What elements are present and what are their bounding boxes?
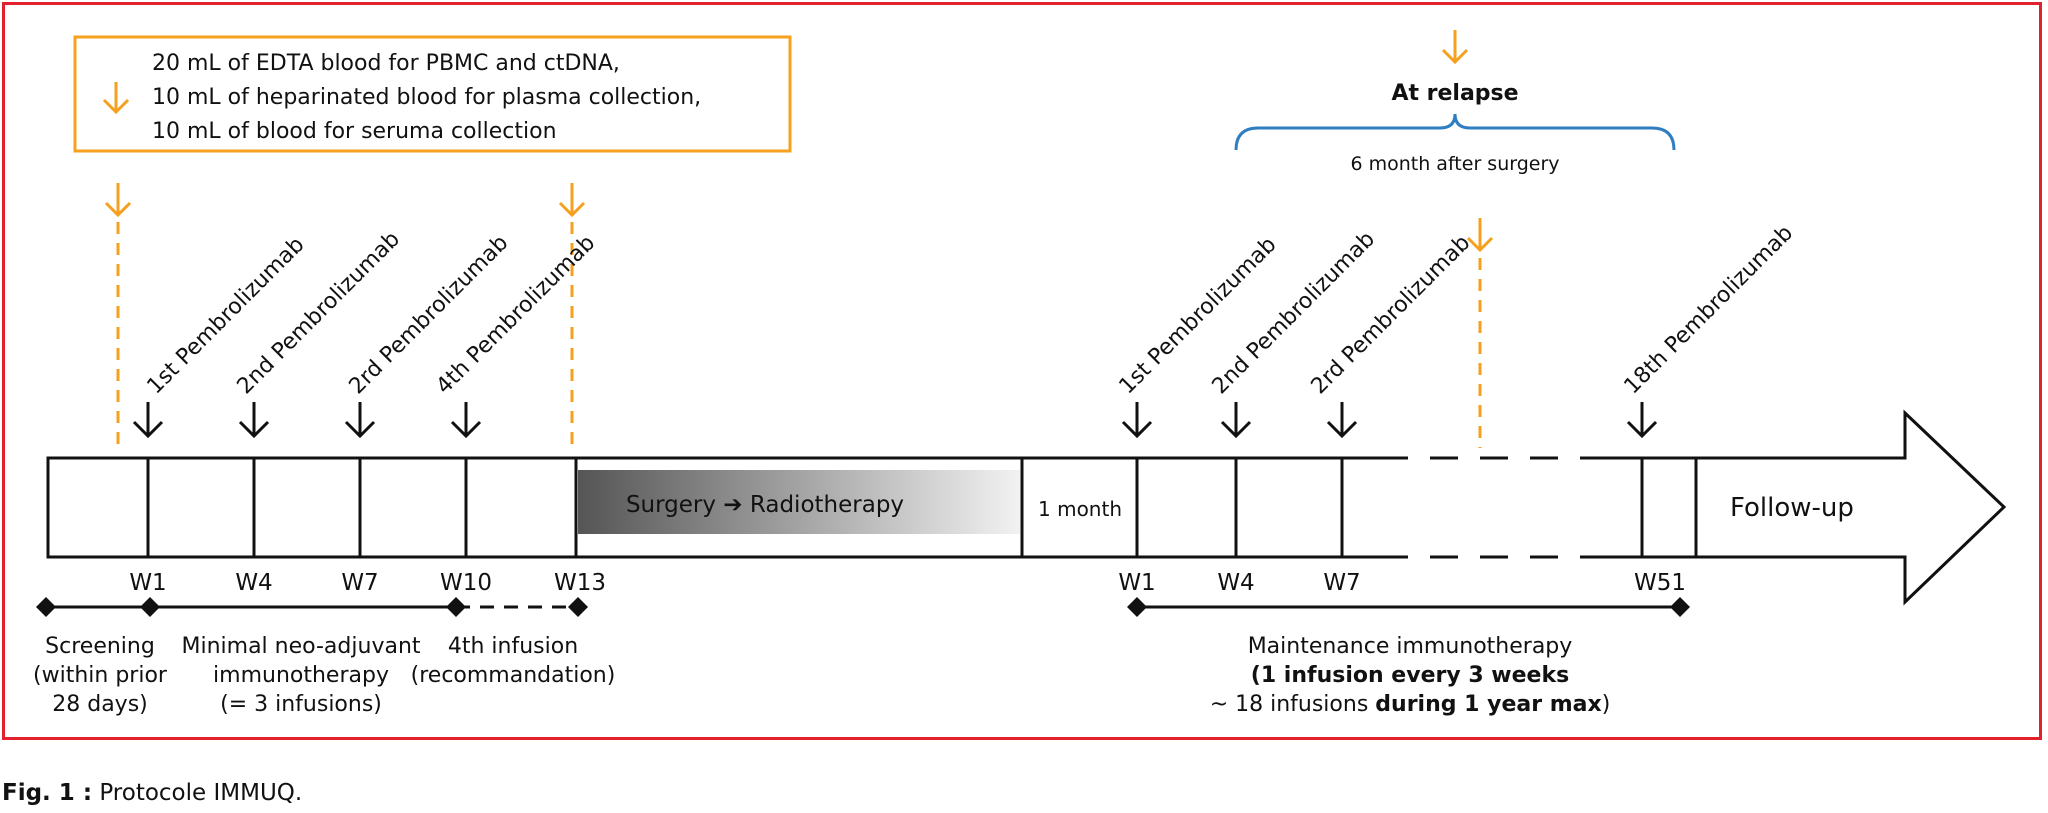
black-down-arrow-icon [450, 402, 482, 439]
interval-label: 1 month [1038, 497, 1122, 521]
week-label: W1 [1118, 570, 1155, 596]
svg-text:(within prior: (within prior [33, 663, 168, 688]
black-down-arrow-icon [344, 402, 376, 439]
phase-fourth-infusion: 4th infusion (recommandation) [411, 634, 616, 688]
dose-label-maint-3: 2rd Pembrolizumab [1307, 230, 1476, 399]
phase-neoadjuvant: Minimal neo-adjuvant immunotherapy (= 3 … [181, 634, 420, 717]
neoadjuvant-dose-labels: 1st Pembrolizumab 2nd Pembrolizumab 2rd … [143, 227, 601, 399]
figure-caption: Fig. 1 : Protocole IMMUQ. [2, 780, 302, 806]
phase-maintenance: Maintenance immunotherapy (1 infusion ev… [1210, 634, 1611, 717]
black-down-arrow-icon [1220, 402, 1252, 439]
week-label: W7 [341, 570, 378, 596]
protocol-diagram: 20 mL of EDTA blood for PBMC and ctDNA, … [33, 30, 2007, 717]
maintenance-dose-labels: 1st Pembrolizumab 2nd Pembrolizumab 2rd … [1115, 221, 1799, 400]
black-down-arrow-icon [1121, 402, 1153, 439]
week-labels: W1 W4 W7 W10 W13 W1 W4 W7 W51 [129, 570, 1686, 596]
week-label: W1 [129, 570, 166, 596]
sampling-marker-relapse [1441, 30, 1469, 65]
phase-bars [36, 597, 1690, 617]
dose-label-maint-2: 2nd Pembrolizumab [1208, 227, 1380, 399]
dose-label-maint-4: 18th Pembrolizumab [1620, 221, 1799, 400]
sampling-line-1: 20 mL of EDTA blood for PBMC and ctDNA, [152, 51, 620, 76]
dose-label-neo-4: 4th Pembrolizumab [432, 231, 601, 400]
sampling-marker-1 [104, 183, 132, 448]
sampling-line-3: 10 mL of blood for seruma collection [152, 119, 557, 144]
followup-label: Follow-up [1730, 493, 1854, 523]
svg-text:immunotherapy: immunotherapy [213, 663, 389, 688]
orange-down-arrow-icon [102, 82, 130, 115]
timeline: Surgery ➔ Radiotherapy 1 month Follow-up [46, 409, 2007, 606]
week-label: W4 [1217, 570, 1254, 596]
svg-text:Maintenance immunotherapy: Maintenance immunotherapy [1248, 634, 1573, 659]
sampling-note: 20 mL of EDTA blood for PBMC and ctDNA, … [73, 35, 792, 153]
sampling-marker-2 [558, 183, 586, 448]
sampling-line-2: 10 mL of heparinated blood for plasma co… [152, 85, 701, 110]
caption-text: Protocole IMMUQ. [92, 780, 303, 806]
week-label: W51 [1634, 570, 1686, 596]
figure-frame [2, 2, 2042, 740]
svg-text:~ 18 infusions during 1 year m: ~ 18 infusions during 1 year max) [1210, 692, 1611, 717]
svg-text:(1 infusion every 3 weeks: (1 infusion every 3 weeks [1251, 663, 1569, 688]
week-label: W4 [235, 570, 272, 596]
svg-text:4th infusion: 4th infusion [448, 634, 578, 659]
svg-text:(= 3 infusions): (= 3 infusions) [220, 692, 382, 717]
svg-text:Minimal neo-adjuvant: Minimal neo-adjuvant [181, 634, 420, 659]
sampling-marker-3 [1466, 218, 1494, 448]
week-label: W10 [440, 570, 492, 596]
relapse-title: At relapse [1391, 81, 1518, 106]
svg-text:28 days): 28 days) [52, 692, 148, 717]
week-label: W13 [554, 570, 606, 596]
surgery-bar [578, 470, 1020, 534]
week-label: W7 [1323, 570, 1360, 596]
orange-down-arrow-icon [558, 183, 586, 218]
followup-arrow [1600, 409, 2007, 606]
dose-label-maint-1: 1st Pembrolizumab [1115, 232, 1282, 399]
svg-text:(recommandation): (recommandation) [411, 663, 616, 688]
phase-screening: Screening (within prior 28 days) [33, 634, 168, 717]
orange-down-arrow-icon [1441, 30, 1469, 65]
relapse-subtitle: 6 month after surgery [1350, 153, 1559, 175]
black-down-arrow-icon [238, 402, 270, 439]
relapse-bracket [1234, 113, 1676, 151]
orange-down-arrow-icon [104, 183, 132, 218]
black-down-arrow-icon [1326, 402, 1358, 439]
dose-label-neo-1: 1st Pembrolizumab [143, 232, 310, 399]
svg-text:Screening: Screening [45, 634, 155, 659]
caption-prefix: Fig. 1 : [2, 780, 93, 806]
surgery-label: Surgery ➔ Radiotherapy [626, 492, 904, 518]
black-down-arrow-icon [132, 402, 164, 439]
black-down-arrow-icon [1626, 402, 1658, 439]
orange-down-arrow-icon [1466, 218, 1494, 253]
dose-arrows [132, 402, 1658, 439]
